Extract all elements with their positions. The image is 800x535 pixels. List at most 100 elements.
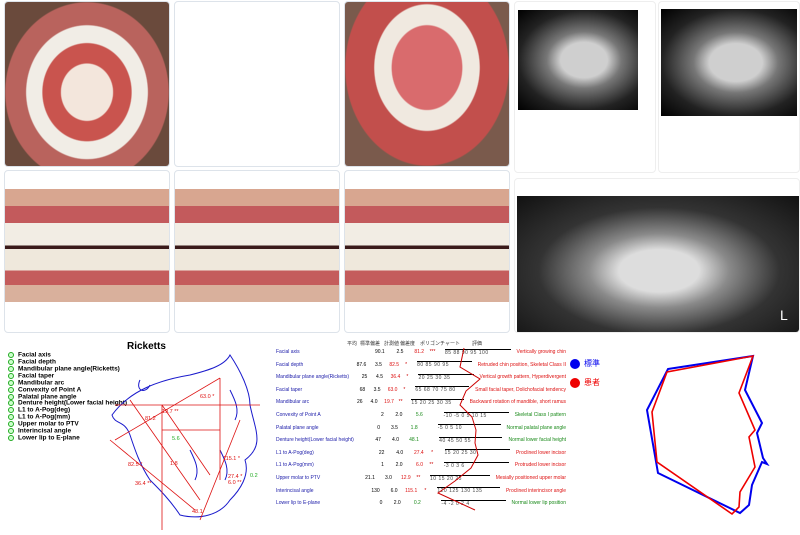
legend-item: Mandibular arc	[8, 380, 127, 387]
measurement-name[interactable]: Palatal plane angle	[276, 424, 319, 431]
measurement-name[interactable]: L1 to A-Pog(deg)	[276, 449, 314, 456]
legend-label: Mandibular arc	[18, 379, 65, 387]
frontal-occlusion-photo[interactable]	[174, 170, 340, 333]
number-badge-icon	[8, 379, 14, 386]
upper-occlusal-photo[interactable]	[4, 1, 170, 167]
measurement-name[interactable]: L1 to A-Pog(mm)	[276, 462, 314, 469]
measured-value: 81.2	[414, 349, 425, 355]
mean-value: 87.6	[356, 361, 367, 368]
table-row: Facial taper 68 3.5 63.0 * 65 68 70 75 8…	[276, 384, 566, 396]
annotation-label: 0.2	[250, 473, 258, 479]
annotation-label: 82.5 *	[128, 462, 143, 468]
legend-item: L1 to A-Pog(mm)	[8, 414, 127, 421]
deviation-stars: *	[424, 487, 427, 494]
chart-ticks: -4 -2 0 2 4	[441, 499, 506, 507]
number-badge-icon	[8, 435, 14, 442]
measurement-name[interactable]: Mandibular arc	[276, 399, 310, 406]
evaluation-note: Vertical growth pattern, Hyperdivergent	[479, 374, 566, 381]
measurement-name[interactable]: Facial taper	[276, 386, 303, 393]
measurement-name[interactable]: Lower lip to E-plane	[276, 500, 321, 507]
lateral-ceph-xray[interactable]	[514, 1, 656, 173]
mean-value: 0	[379, 500, 383, 507]
legend-item: L1 to A-Pog(deg)	[8, 407, 127, 414]
frontal-ceph-xray[interactable]	[658, 1, 800, 173]
measurement-name[interactable]: Facial depth	[276, 361, 304, 368]
sd-value: 3.5	[390, 424, 398, 431]
legend-item: Upper molar to PTV	[8, 421, 127, 428]
sd-value: 4.5	[376, 374, 383, 381]
xray-image	[518, 10, 638, 110]
chart-ticks: 120 125 130 135	[437, 487, 500, 494]
chart-ticks: 20 25 30 35	[418, 373, 474, 381]
measured-value: 82.5	[389, 361, 400, 368]
evaluation-note: Vertically growing chin	[516, 349, 567, 355]
number-badge-icon	[8, 414, 14, 421]
mean-value: 1	[381, 462, 384, 469]
lower-occlusal-photo[interactable]	[344, 1, 510, 167]
legend-label: Palatal plane angle	[18, 393, 77, 401]
annotation-label: 27.4 *	[228, 474, 243, 480]
legend-label: 標準	[584, 359, 600, 368]
measured-value: 5.6	[415, 412, 423, 418]
measurement-name[interactable]: Denture height(Lower facial height)	[276, 437, 354, 444]
chart-ticks: -5 0 5 10	[437, 424, 501, 431]
annotation-label: 81.2	[145, 416, 156, 422]
number-badge-icon	[8, 421, 14, 428]
skull-outline	[111, 354, 258, 518]
mean-value: 22	[378, 449, 385, 456]
xray-image	[661, 9, 797, 116]
annotation-label: 19.7 **	[162, 409, 179, 415]
panoramic-xray[interactable]: L	[514, 178, 800, 333]
deviation-stars: *	[403, 386, 406, 393]
annotation-label: 36.4 **	[135, 481, 152, 487]
measurement-name[interactable]: Interincisal angle	[276, 487, 314, 494]
header-value: 計測値	[384, 341, 400, 347]
deviation-stars: *	[406, 374, 409, 381]
mean-value: 26	[357, 399, 363, 406]
measurement-name[interactable]: Mandibular plane angle(Ricketts)	[276, 374, 350, 381]
side-marker: L	[780, 307, 788, 323]
evaluation-note: Proclined interincisor angle	[505, 487, 566, 494]
table-row: Upper molar to PTV 21.1 3.0 12.9 ** 10 1…	[276, 472, 566, 484]
chart-ticks: 40 45 50 55	[439, 436, 503, 444]
measurement-name[interactable]: Upper molar to PTV	[276, 475, 321, 481]
number-badge-icon	[8, 393, 14, 400]
blank-photo-slot[interactable]	[174, 1, 340, 167]
measurement-name[interactable]: Convexity of Point A	[276, 412, 321, 418]
chart-ticks: 80 85 90 95	[417, 361, 472, 368]
evaluation-note: Normal palatal plane angle	[506, 424, 566, 431]
sd-value: 3.5	[373, 386, 381, 393]
left-buccal-photo[interactable]	[344, 170, 510, 333]
table-row: L1 to A-Pog(deg) 22 4.0 27.4 * 15 20 25 …	[276, 447, 566, 459]
sd-value: 2.0	[393, 500, 401, 507]
blue-dot-icon	[570, 358, 580, 369]
annotation-label: 48.1	[192, 509, 203, 515]
chart-ticks: 65 68 70 75 80	[415, 386, 470, 393]
legend-standard: 標準	[570, 358, 600, 369]
measured-value: 63.0	[387, 386, 398, 393]
legend-item: Palatal plane angle	[8, 394, 127, 401]
deviation-stars: **	[429, 462, 434, 469]
legend-item: Facial axis	[8, 352, 127, 359]
number-badge-icon	[8, 386, 14, 393]
number-badge-icon	[8, 372, 14, 379]
header-note: 評価	[472, 341, 483, 347]
legend-label: Facial taper	[18, 372, 55, 380]
measured-value: 1.8	[410, 424, 418, 431]
chart-ticks: -10 -5 0 5 10 15	[443, 411, 509, 419]
table-row: Mandibular plane angle(Ricketts) 25 4.5 …	[276, 371, 566, 383]
legend-label: Lower lip to E-plane	[18, 434, 80, 442]
xray-image	[517, 196, 799, 332]
annotation-label: 5.6	[172, 436, 180, 442]
polygon-comparison-chart	[645, 354, 770, 516]
evaluation-note: Normal lower lip position	[511, 500, 566, 507]
legend-label: Facial axis	[18, 351, 51, 359]
right-buccal-photo[interactable]	[4, 170, 170, 333]
measured-value: 36.4	[390, 374, 401, 381]
sd-value: 2.0	[395, 462, 403, 469]
measured-value: 48.1	[409, 437, 419, 444]
photo-image	[5, 189, 169, 302]
measurement-name[interactable]: Facial axis	[276, 349, 300, 355]
evaluation-note: Small facial taper, Dolichofacial tenden…	[475, 386, 567, 393]
header-mean: 平均	[347, 341, 358, 347]
